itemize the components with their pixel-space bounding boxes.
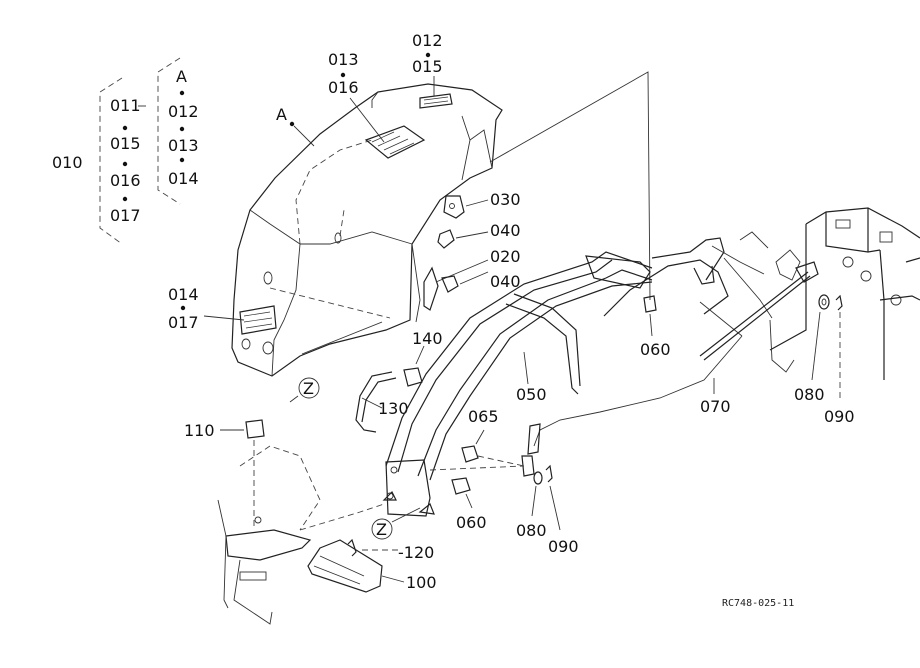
callout-015-top: 015 bbox=[412, 57, 443, 76]
callout-Z-lower: Z bbox=[376, 520, 387, 539]
callout-A-fender: A bbox=[276, 105, 287, 124]
bracket-030 bbox=[443, 195, 489, 219]
washer-080-lower bbox=[531, 471, 543, 517]
callout-014: 014 bbox=[168, 169, 199, 188]
bolt-060-upper bbox=[643, 295, 657, 337]
bracket-left bbox=[99, 77, 123, 245]
lever-mechanism bbox=[603, 231, 773, 337]
callout-017: 017 bbox=[110, 206, 141, 225]
rod-070 bbox=[699, 261, 819, 361]
pin-090-lower bbox=[545, 464, 561, 531]
callout-120: -120 bbox=[398, 543, 434, 562]
callout-011: 011 bbox=[110, 96, 141, 115]
callout-017-left: 017 bbox=[168, 313, 199, 332]
callout-065: 065 bbox=[468, 407, 499, 426]
callout-060-upper: 060 bbox=[640, 340, 671, 359]
callout-090-upper: 090 bbox=[824, 407, 855, 426]
callout-016: 016 bbox=[110, 171, 141, 190]
callout-040-upper: 040 bbox=[490, 221, 521, 240]
cable-lower bbox=[429, 335, 743, 477]
callout-040-lower: 040 bbox=[490, 272, 521, 291]
callout-140: 140 bbox=[412, 329, 443, 348]
bolt-065 bbox=[461, 429, 525, 467]
rod-130 bbox=[355, 371, 397, 433]
step-bracket bbox=[217, 445, 385, 625]
callout-012: 012 bbox=[168, 102, 199, 121]
bracket-020 bbox=[423, 259, 489, 311]
callout-100: 100 bbox=[406, 573, 437, 592]
bolt-040-lower bbox=[441, 271, 489, 293]
callout-020: 020 bbox=[490, 247, 521, 266]
callout-010: 010 bbox=[52, 153, 83, 172]
bolt-110 bbox=[220, 419, 265, 530]
callout-090-lower: 090 bbox=[548, 537, 579, 556]
callout-110: 110 bbox=[184, 421, 215, 440]
callout-080-upper: 080 bbox=[794, 385, 825, 404]
callout-080-lower: 080 bbox=[516, 521, 547, 540]
bolt-140 bbox=[403, 345, 425, 387]
callout-130: 130 bbox=[378, 399, 409, 418]
step-100 bbox=[307, 539, 405, 593]
callout-012-top: 012 bbox=[412, 31, 443, 50]
callout-050: 050 bbox=[516, 385, 547, 404]
callout-A: A bbox=[176, 67, 187, 86]
callout-Z-left: Z bbox=[303, 379, 314, 398]
pin-090-upper bbox=[835, 294, 843, 400]
callout-030: 030 bbox=[490, 190, 521, 209]
callout-014-left: 014 bbox=[168, 285, 199, 304]
drawing-code: RC748-025-11 bbox=[722, 598, 794, 609]
fender bbox=[231, 83, 503, 377]
callout-060-lower: 060 bbox=[456, 513, 487, 532]
callout-group-010: 010 011 015 016 017 A 012 013 014 bbox=[52, 57, 199, 245]
bolt-040-upper bbox=[437, 229, 489, 249]
callout-016-top: 016 bbox=[328, 78, 359, 97]
callout-070: 070 bbox=[700, 397, 731, 416]
handrail-050 bbox=[382, 251, 653, 517]
callout-013: 013 bbox=[168, 136, 199, 155]
bracket-right bbox=[157, 57, 181, 205]
callout-015: 015 bbox=[110, 134, 141, 153]
bolt-060-lower bbox=[451, 477, 473, 509]
frame-right bbox=[769, 207, 920, 380]
washer-080-upper bbox=[811, 294, 830, 381]
callout-013-top: 013 bbox=[328, 50, 359, 69]
cotter-120 bbox=[347, 538, 402, 557]
marker-Z-left bbox=[289, 377, 320, 403]
marker-Z-lower bbox=[371, 507, 421, 540]
